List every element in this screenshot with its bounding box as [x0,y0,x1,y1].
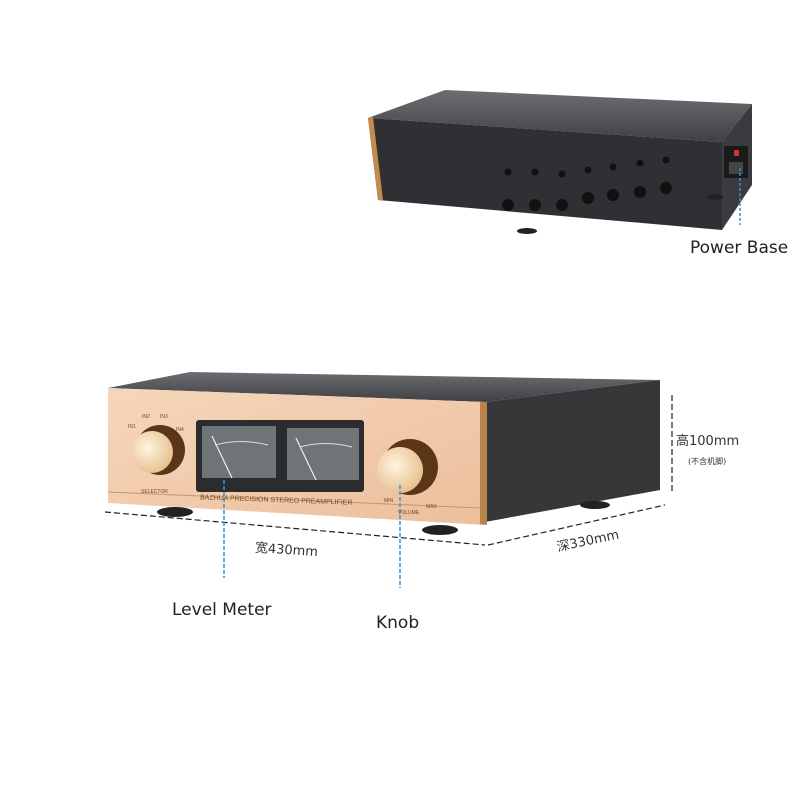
knob-label: Knob [376,613,420,633]
preamp-side [485,380,660,522]
selector-knob [131,431,173,473]
volume-knob [377,447,423,493]
foot [517,228,537,234]
volume-label: VOLUME [398,510,420,516]
min-label: MIN [384,498,394,504]
meter-needle [295,437,317,481]
input-label: IN1 [128,424,136,430]
max-label: MAX [426,504,437,510]
power-base-unit [368,90,752,234]
foot [707,194,723,200]
power-base-rear [368,118,722,230]
rear-connectors [502,156,672,211]
input-label: IN3 [160,414,168,420]
height-note: (不含机脚) [688,457,727,466]
depth-dimension-line [487,504,666,546]
level-meter-left [202,426,276,478]
foot [422,525,458,535]
power-switch [734,150,739,156]
power-base-gold-edge [368,117,383,200]
power-base-label: Power Base [690,238,789,258]
input-label: IN2 [142,414,150,420]
level-meter-right [287,428,359,480]
selector-label: SELECTOR [141,489,168,495]
height-label: 高100mm [676,434,740,449]
width-dimension-line [104,511,486,546]
preamplifier-unit [107,372,660,535]
preamp-top [108,372,660,402]
input-label: IN4 [176,427,184,433]
meter-needle [211,435,233,479]
foot [157,507,193,517]
foot [580,501,610,509]
level-meter-label: Level Meter [172,600,272,620]
power-base-top [368,90,752,142]
